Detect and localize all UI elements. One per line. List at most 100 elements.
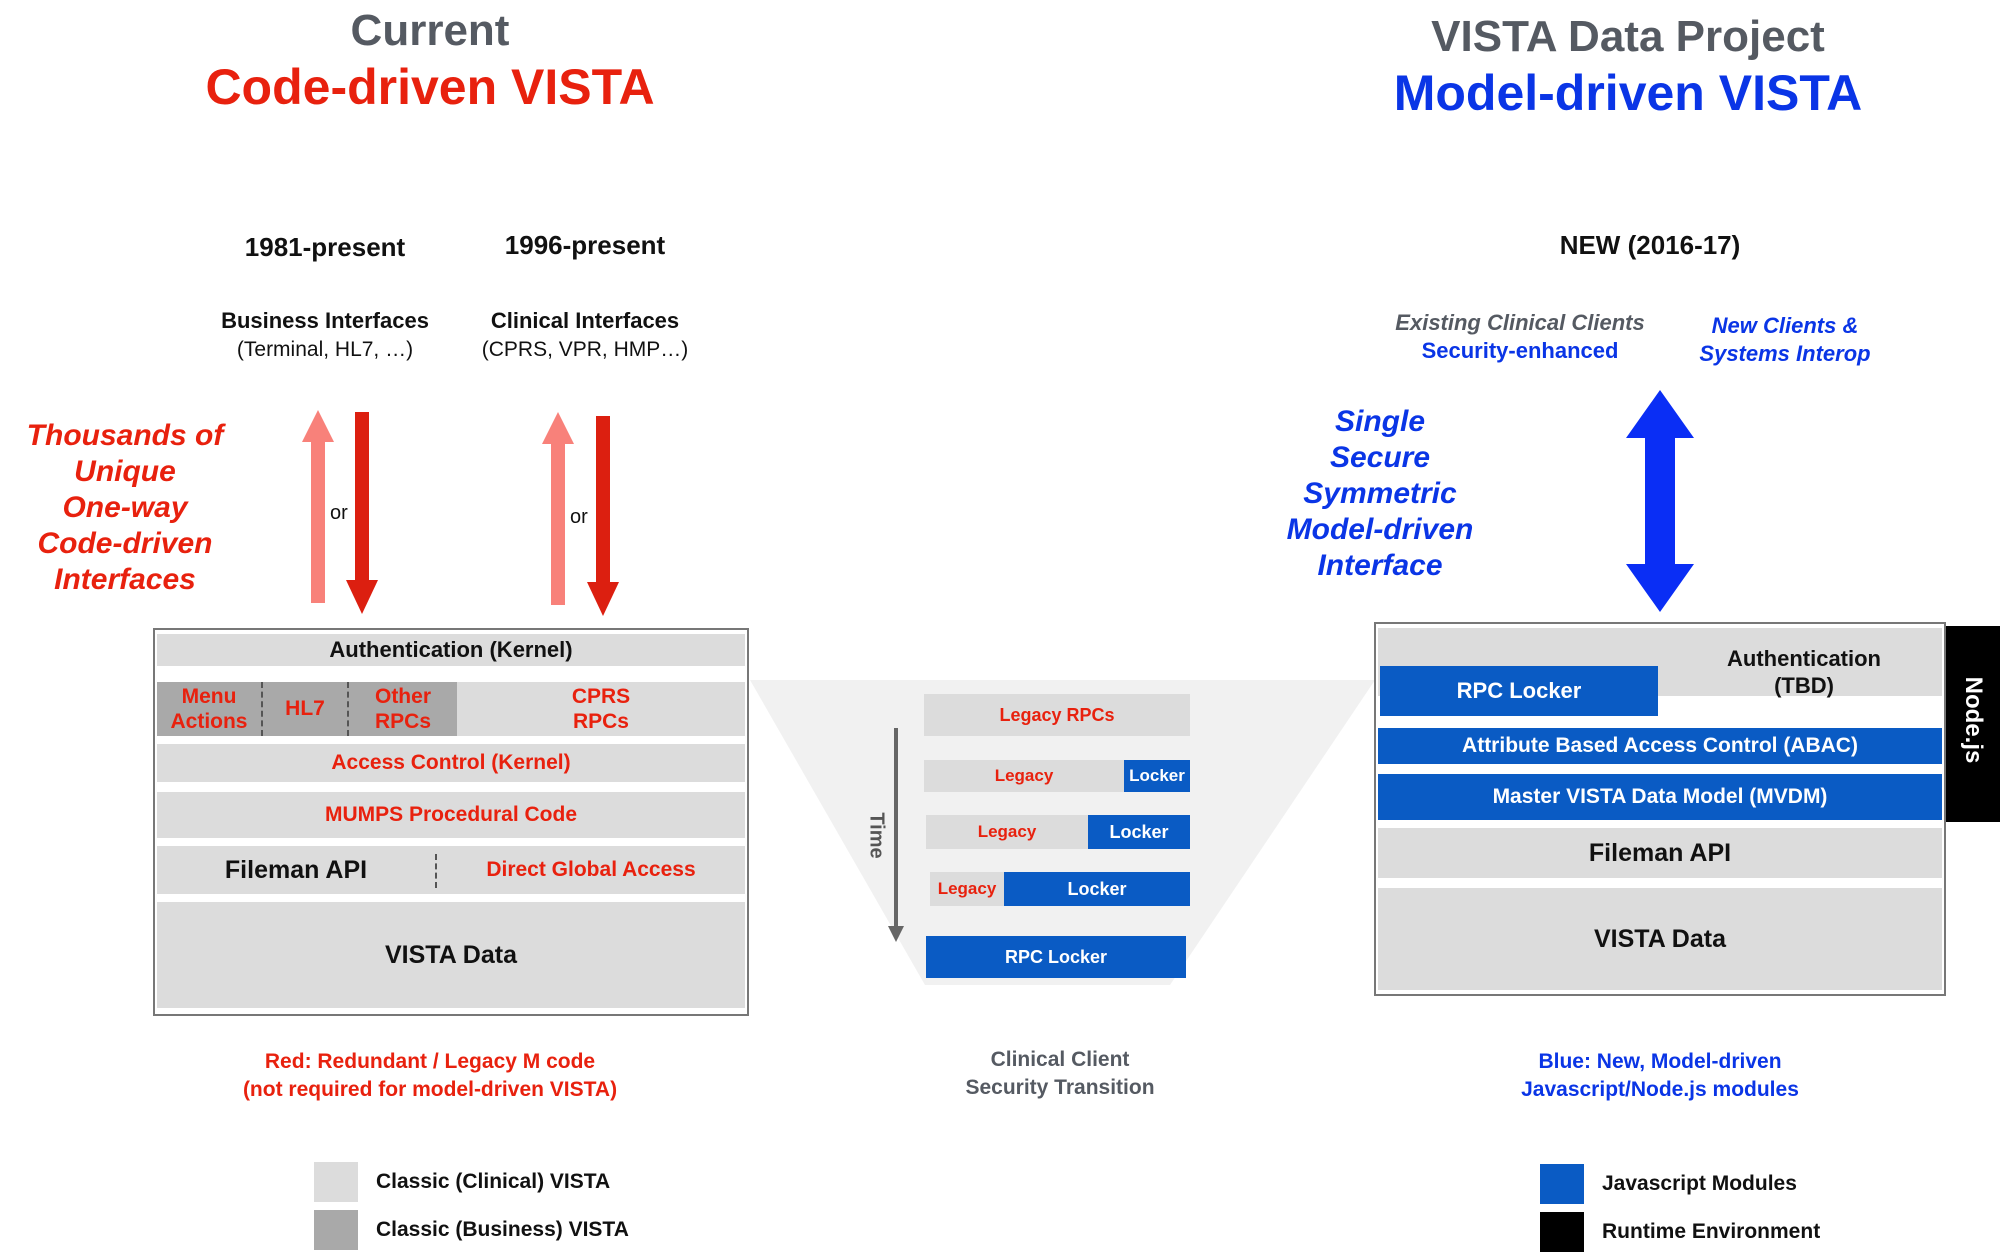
vista-data-label: VISTA Data bbox=[1594, 924, 1726, 953]
model-driven-heading: Model-driven VISTA bbox=[1393, 65, 1863, 121]
cprs-rpcs-label: RPCs bbox=[572, 710, 629, 733]
single-secure-line: Single bbox=[1334, 405, 1425, 438]
era-new: NEW (2016-17) bbox=[1559, 230, 1741, 260]
model-driven-caption-line: Blue: New, Model-driven bbox=[1538, 1050, 1782, 1073]
time-label: Time bbox=[865, 812, 888, 859]
nodejs-label: Node.js bbox=[1960, 676, 1987, 764]
up-arrow-clinical bbox=[542, 412, 574, 605]
classic-vista-stack: Authentication (Kernel) Menu Actions HL7… bbox=[153, 628, 749, 1016]
step-legacy-label: Legacy bbox=[994, 766, 1054, 785]
business-interfaces-title: Business Interfaces bbox=[221, 308, 429, 333]
transition-step-1: Legacy Locker bbox=[924, 760, 1190, 792]
hl7-block: HL7 bbox=[261, 682, 349, 736]
model-driven-caption: Blue: New, Model-driven Javascript/Node.… bbox=[1460, 1048, 1860, 1104]
kernel-auth-layer: Authentication (Kernel) bbox=[157, 634, 745, 666]
thousands-note-line: Unique bbox=[74, 455, 176, 488]
legacy-rpcs-label: Legacy RPCs bbox=[999, 704, 1115, 725]
rpc-locker-final-label: RPC Locker bbox=[1004, 946, 1108, 967]
cprs-rpcs-label: CPRS bbox=[571, 685, 631, 708]
thousands-note-line: Code-driven bbox=[37, 527, 213, 560]
hl7-label: HL7 bbox=[285, 697, 325, 720]
single-secure-note: Single Secure Symmetric Model-driven Int… bbox=[1270, 404, 1490, 584]
legend-label-business: Classic (Business) VISTA bbox=[376, 1218, 629, 1241]
or-label-business: or bbox=[330, 502, 348, 524]
auth-tbd-box: Authentication (TBD) bbox=[1666, 644, 1942, 700]
direct-global-label: Direct Global Access bbox=[486, 858, 696, 881]
step-locker-label: Locker bbox=[1129, 766, 1185, 785]
mvdm-label: Master VISTA Data Model (MVDM) bbox=[1492, 785, 1828, 808]
fileman-api-label: Fileman API bbox=[224, 855, 368, 884]
legend-label-js: Javascript Modules bbox=[1602, 1172, 1797, 1195]
menu-actions-label: Menu bbox=[181, 685, 237, 708]
step-locker: Locker bbox=[1124, 760, 1190, 792]
right-legend: Javascript Modules Runtime Environment bbox=[1540, 1162, 1960, 1254]
step-legacy-label: Legacy bbox=[977, 822, 1037, 841]
step-locker: Locker bbox=[1088, 815, 1190, 849]
thousands-note-line: One-way bbox=[62, 491, 188, 524]
divider bbox=[435, 854, 437, 888]
new-clients-line: Systems Interop bbox=[1699, 341, 1871, 366]
mumps-label: MUMPS Procedural Code bbox=[324, 803, 578, 826]
vista-data-layer: VISTA Data bbox=[157, 902, 745, 1008]
cprs-rpcs-block: CPRS RPCs bbox=[457, 682, 745, 736]
fileman-layer: Fileman API Direct Global Access bbox=[157, 846, 745, 894]
current-heading: Current bbox=[350, 6, 510, 55]
legend-label-clinical: Classic (Clinical) VISTA bbox=[376, 1170, 611, 1193]
transition-step-2: Legacy Locker bbox=[926, 815, 1190, 849]
rpc-locker-label: RPC Locker bbox=[1456, 678, 1582, 703]
step-legacy: Legacy bbox=[924, 760, 1124, 792]
clinical-interfaces-title: Clinical Interfaces bbox=[490, 308, 680, 333]
menu-actions-block: Menu Actions bbox=[157, 682, 261, 736]
security-enhanced-label: Security-enhanced bbox=[1421, 338, 1619, 363]
legacy-rpcs-bar: Legacy RPCs bbox=[924, 694, 1190, 736]
era-1981: 1981-present bbox=[244, 232, 406, 262]
existing-clients: Existing Clinical Clients Security-enhan… bbox=[1360, 310, 1680, 364]
step-locker-label: Locker bbox=[1067, 878, 1127, 899]
other-rpcs-label: Other bbox=[374, 685, 431, 708]
business-interfaces: Business Interfaces (Terminal, HL7, …) bbox=[185, 308, 465, 362]
legend-label-runtime: Runtime Environment bbox=[1602, 1220, 1821, 1243]
transition-caption-line: Security Transition bbox=[965, 1076, 1155, 1099]
nodejs-runtime-bar: Node.js bbox=[1946, 626, 2000, 822]
access-control-layer: Access Control (Kernel) bbox=[157, 744, 745, 782]
legend-item-js: Javascript Modules bbox=[1540, 1162, 1960, 1206]
transition-caption: Clinical Client Security Transition bbox=[900, 1046, 1220, 1102]
single-secure-line: Model-driven bbox=[1286, 513, 1474, 546]
vista-data-project-heading: VISTA Data Project bbox=[1431, 12, 1825, 61]
direct-global-box: Direct Global Access bbox=[437, 846, 745, 894]
fileman-api-label: Fileman API bbox=[1588, 838, 1732, 867]
vista-data-label: VISTA Data bbox=[385, 940, 517, 969]
clinical-interfaces-detail: (CPRS, VPR, HMP…) bbox=[481, 338, 689, 361]
existing-clients-label: Existing Clinical Clients bbox=[1395, 310, 1645, 335]
new-clients: New Clients & Systems Interop bbox=[1660, 312, 1910, 368]
legend-item-business: Classic (Business) VISTA bbox=[314, 1208, 714, 1252]
abac-label: Attribute Based Access Control (ABAC) bbox=[1462, 734, 1858, 757]
model-driven-caption-line: Javascript/Node.js modules bbox=[1521, 1078, 1799, 1101]
legend-swatch-clinical bbox=[314, 1162, 358, 1202]
new-clients-line: New Clients & bbox=[1711, 313, 1859, 338]
era-1996: 1996-present bbox=[504, 230, 666, 260]
single-secure-line: Interface bbox=[1317, 549, 1443, 582]
legacy-caption-line: (not required for model-driven VISTA) bbox=[242, 1078, 618, 1101]
or-label-clinical: or bbox=[570, 506, 588, 528]
auth-tbd-label: (TBD) bbox=[1774, 673, 1834, 698]
step-legacy-label: Legacy bbox=[937, 879, 997, 898]
step-legacy: Legacy bbox=[930, 872, 1004, 906]
legend-item-clinical: Classic (Clinical) VISTA bbox=[314, 1160, 714, 1204]
clinical-interfaces: Clinical Interfaces (CPRS, VPR, HMP…) bbox=[445, 308, 725, 362]
rpc-locker-final: RPC Locker bbox=[926, 936, 1186, 978]
auth-tbd-label: Authentication bbox=[1727, 646, 1881, 671]
access-control-label: Access Control (Kernel) bbox=[331, 751, 571, 774]
thousands-note-line: Thousands of bbox=[26, 419, 224, 452]
fileman-layer: Fileman API bbox=[1378, 828, 1942, 878]
other-rpcs-label: RPCs bbox=[374, 710, 432, 733]
business-interfaces-detail: (Terminal, HL7, …) bbox=[236, 338, 414, 361]
transition-step-3: Legacy Locker bbox=[930, 872, 1190, 906]
thousands-note-line: Interfaces bbox=[54, 563, 196, 596]
menu-actions-label: Actions bbox=[170, 710, 248, 733]
transition-caption-line: Clinical Client bbox=[990, 1048, 1130, 1071]
bidirectional-arrow bbox=[1626, 390, 1694, 612]
single-secure-line: Secure bbox=[1329, 441, 1431, 474]
mvdm-layer: Master VISTA Data Model (MVDM) bbox=[1378, 774, 1942, 820]
abac-layer: Attribute Based Access Control (ABAC) bbox=[1378, 728, 1942, 764]
